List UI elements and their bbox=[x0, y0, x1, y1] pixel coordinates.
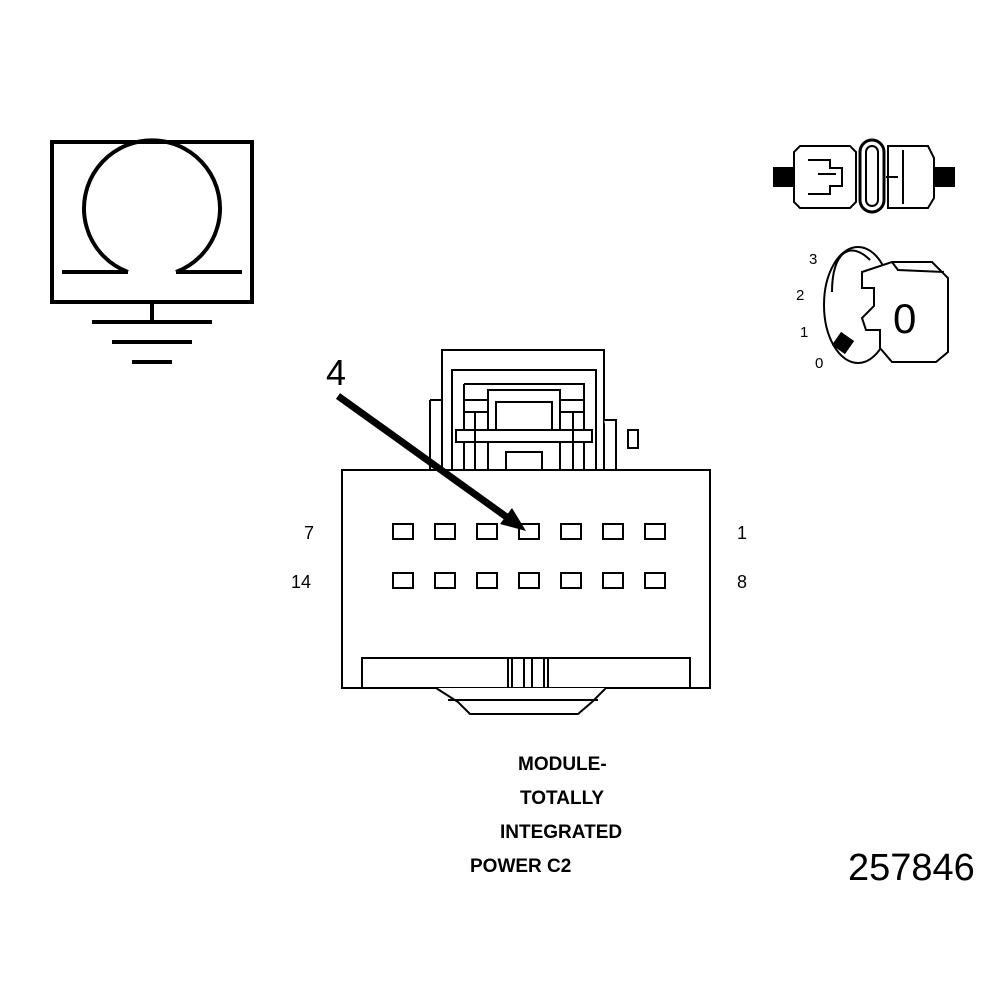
pin-cavity-10 bbox=[560, 572, 582, 589]
callout-pin-number: 4 bbox=[326, 352, 346, 393]
ignition-position-2: 2 bbox=[796, 287, 804, 304]
pin-cavity-2 bbox=[602, 523, 624, 540]
callout-arrow bbox=[335, 393, 526, 531]
pin-cavity-8 bbox=[644, 572, 666, 589]
ignition-position-3: 3 bbox=[809, 251, 817, 268]
pin-cavity-7 bbox=[392, 523, 414, 540]
pin-cavities bbox=[392, 523, 666, 589]
ignition-position-1: 1 bbox=[800, 324, 808, 341]
ignition-key-icon bbox=[823, 246, 949, 364]
pin-cavity-5 bbox=[476, 523, 498, 540]
pin-cavity-3 bbox=[560, 523, 582, 540]
caption-line-3: INTEGRATED bbox=[500, 822, 622, 843]
harness-connector-icon bbox=[773, 138, 955, 214]
pin-label-top-right: 1 bbox=[737, 523, 747, 543]
circuit-ground-icon bbox=[50, 138, 254, 364]
caption-line-1: MODULE- bbox=[518, 754, 607, 775]
pin-cavity-11 bbox=[518, 572, 540, 589]
pin-label-bottom-right: 8 bbox=[737, 572, 747, 592]
figure-id: 257846 bbox=[848, 847, 975, 889]
pin-cavity-6 bbox=[434, 523, 456, 540]
pin-cavity-12 bbox=[476, 572, 498, 589]
pin-cavity-13 bbox=[434, 572, 456, 589]
connector-latch bbox=[429, 349, 639, 471]
ignition-position-0: 0 bbox=[815, 355, 823, 372]
caption-line-2: TOTALLY bbox=[520, 788, 604, 809]
pin-cavity-9 bbox=[602, 572, 624, 589]
pin-cavity-14 bbox=[392, 572, 414, 589]
pin-cavity-1 bbox=[644, 523, 666, 540]
caption-line-4: POWER C2 bbox=[470, 856, 571, 877]
connector-body bbox=[341, 469, 711, 715]
ignition-key-label: 0 bbox=[893, 295, 916, 342]
pin-label-bottom-left: 14 bbox=[291, 572, 311, 592]
pin-label-top-left: 7 bbox=[304, 523, 314, 543]
